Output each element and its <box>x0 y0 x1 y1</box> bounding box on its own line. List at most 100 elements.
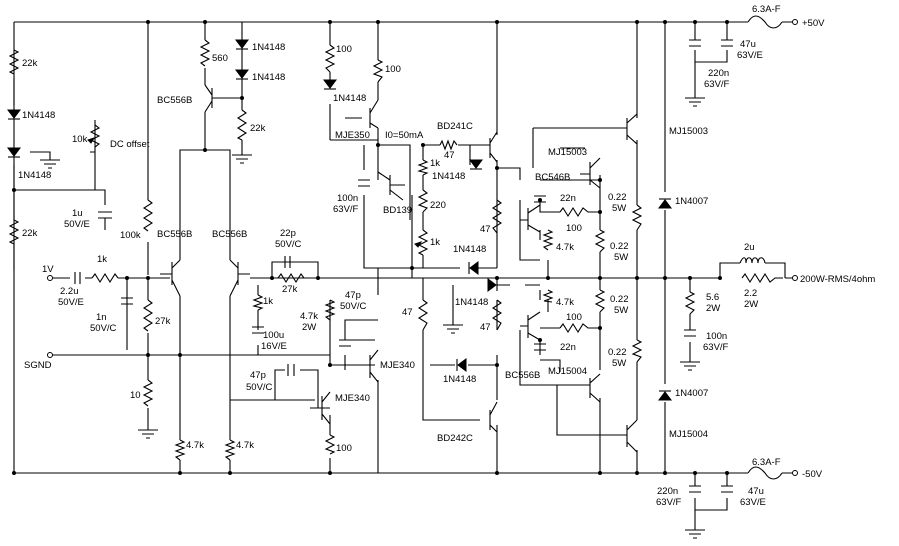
label-l-2u: 2u <box>744 242 755 253</box>
label-c-22p: 22p <box>280 228 296 239</box>
grounds <box>40 97 705 539</box>
label-output: 200W-RMS/4ohm <box>800 274 875 285</box>
label-v-neg: -50V <box>802 469 823 480</box>
resistor <box>174 439 186 461</box>
label-q-mj15003-b: MJ15003 <box>669 126 708 137</box>
terminals <box>47 19 798 476</box>
resistor <box>631 339 643 363</box>
junctions <box>12 20 729 475</box>
label-fuse-top: 6.3A-F <box>752 4 781 15</box>
label-i-bias: I0=50mA <box>385 130 424 141</box>
label-d-1n4148-b: 1N4148 <box>18 170 51 181</box>
diode-1n4148 <box>323 79 337 89</box>
transistor-bd139 <box>377 171 404 201</box>
label-r-022-a: 0.22 <box>608 192 627 203</box>
label-r-1k-fb: 1k <box>263 296 273 307</box>
resistor <box>277 272 305 284</box>
resistor <box>542 229 554 251</box>
label-c-100u: 100u <box>263 330 284 341</box>
label-r-27k-a: 27k <box>155 316 171 327</box>
label-q-bc556b-top: BC556B <box>157 95 192 106</box>
label-r-100-e: 100 <box>566 312 582 323</box>
diode-1n4148 <box>487 278 497 292</box>
label-c-1n: 1n <box>96 312 107 323</box>
diode-1n4148 <box>457 358 467 372</box>
label-d-1n4148-e: 1N4148 <box>333 93 366 104</box>
resistor <box>741 272 783 284</box>
cap-100n-a <box>358 179 370 187</box>
label-d-1n4148-a: 1N4148 <box>22 110 55 121</box>
label-r-220: 220 <box>430 200 446 211</box>
label-d-1n4148-g: 1N4148 <box>453 244 486 255</box>
label-c-47p-a: 47p <box>345 290 361 301</box>
label-r-100-b: 100 <box>385 64 401 75</box>
label-r-4k7-d: 4.7k <box>556 297 574 308</box>
label-c-2u2: 2.2u <box>60 286 79 297</box>
label-r-22k-c: 22k <box>250 123 266 134</box>
label-c-100n-a-v: 63V/F <box>333 204 359 215</box>
label-r-1k-pot: 1k <box>430 237 440 248</box>
label-pot-10k: 10k <box>72 134 88 145</box>
transistor-bc556b-b <box>520 311 541 341</box>
resistor <box>417 229 429 256</box>
transistor-mje350 <box>369 99 379 129</box>
label-d-1n4007-a: 1N4007 <box>675 196 708 207</box>
label-r-2-2: 2.2 <box>744 288 757 299</box>
resistor <box>142 299 154 332</box>
resistor <box>491 299 503 331</box>
transistor-bd242c <box>489 401 498 433</box>
resistor <box>252 294 264 311</box>
cap-22p <box>284 256 291 268</box>
resistor <box>542 289 554 303</box>
cap-1u <box>98 211 112 219</box>
transistor-bc556b-top <box>204 84 222 113</box>
label-r-47-d: 47 <box>480 322 491 333</box>
label-r-022-a-p: 5W <box>612 203 626 214</box>
resistor <box>142 199 154 232</box>
label-r-022-c-p: 5W <box>614 305 628 316</box>
label-c-220n-a: 220n <box>708 68 729 79</box>
potentiometers <box>87 124 423 248</box>
cap-47u-a <box>721 39 733 47</box>
diodes <box>7 39 672 401</box>
label-r-5-6-p: 2W <box>706 303 720 314</box>
label-d-1n4148-c: 1N4148 <box>252 42 285 53</box>
label-r-22k-a: 22k <box>22 58 38 69</box>
fuse-top <box>747 15 783 29</box>
diode-1n4148 <box>235 69 249 79</box>
label-v-pos: +50V <box>802 18 825 29</box>
label-c-220n-a-v: 63V/F <box>704 79 730 90</box>
label-r-47-b: 47 <box>480 224 491 235</box>
label-input: 1V <box>42 264 54 275</box>
resistor <box>559 322 590 334</box>
label-r-47-a: 47 <box>444 150 455 161</box>
label-r-022-d-p: 5W <box>612 358 626 369</box>
transistor-mje340-b <box>310 391 331 425</box>
fuse-bottom <box>747 466 783 480</box>
label-c-1u: 1u <box>72 208 83 219</box>
label-r-022-b-p: 5W <box>614 252 628 263</box>
label-q-bc546b: BC546B <box>535 172 570 183</box>
label-r-4k7-b: 4.7k <box>236 440 254 451</box>
label-fuse-bottom: 6.3A-F <box>752 457 781 468</box>
label-sgnd: SGND <box>24 360 52 371</box>
label-r-100-d: 100 <box>566 223 582 234</box>
label-r-2-2-p: 2W <box>744 299 758 310</box>
diode-1n4148 <box>469 159 483 169</box>
label-c-100n-b-v: 63V/F <box>703 342 729 353</box>
label-c-47u-b-v: 63V/E <box>740 497 766 508</box>
label-d-1n4148-h: 1N4148 <box>455 297 488 308</box>
label-r-100-c: 100 <box>336 443 352 454</box>
fuses <box>747 15 783 480</box>
resistor <box>417 159 429 176</box>
label-q-bd241c: BD241C <box>437 121 473 132</box>
cap-100n-b <box>684 329 696 337</box>
label-c-47u-b: 47u <box>748 486 764 497</box>
label-d-1n4148-i: 1N4148 <box>443 374 476 385</box>
label-c-47u-a-v: 63V/E <box>737 50 763 61</box>
label-r-100k: 100k <box>120 230 141 241</box>
cap-47p-a <box>339 339 351 347</box>
label-r-4k7-a: 4.7k <box>186 440 204 451</box>
cap-47u-b <box>721 485 733 493</box>
